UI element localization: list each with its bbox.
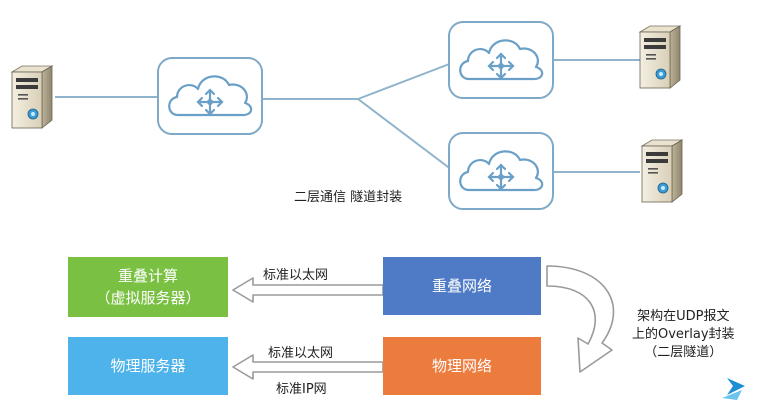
physical-network-label: 物理网络 [431, 357, 492, 375]
cloud-router-icon [156, 56, 264, 136]
overlay-network-box: 重叠网络 [383, 257, 541, 315]
overlay-compute-title: 重叠计算 [117, 267, 178, 285]
server-icon [11, 65, 53, 129]
note-line: 上的Overlay封装 [632, 327, 735, 342]
tunnel-caption: 二层通信 隧道封装 [294, 190, 403, 205]
physical-server-label: 物理服务器 [110, 357, 186, 375]
overlay-encapsulation-note: 架构在UDP报文 上的Overlay封装 （二层隧道） [632, 308, 735, 362]
standard-ip-label: 标准IP网 [276, 382, 327, 397]
logo-mark-icon [722, 378, 745, 400]
standard-ethernet-label: 标准以太网 [268, 346, 334, 361]
network-lines [55, 59, 640, 173]
physical-server-box: 物理服务器 [68, 337, 228, 395]
note-line: （二层隧道） [644, 345, 723, 360]
cloud-router-icon [447, 131, 555, 211]
server-icon [639, 25, 681, 89]
standard-ethernet-label: 标准以太网 [263, 268, 329, 283]
physical-network-box: 物理网络 [383, 337, 541, 395]
cloud-router-icon [447, 20, 555, 100]
overlay-compute-subtitle: （虚拟服务器） [95, 289, 201, 307]
note-line: 架构在UDP报文 [637, 309, 730, 324]
overlay-network-label: 重叠网络 [431, 277, 492, 295]
curved-arrow-icon [546, 265, 615, 373]
server-icon [641, 139, 683, 203]
overlay-compute-box: 重叠计算 （虚拟服务器） [68, 257, 228, 317]
